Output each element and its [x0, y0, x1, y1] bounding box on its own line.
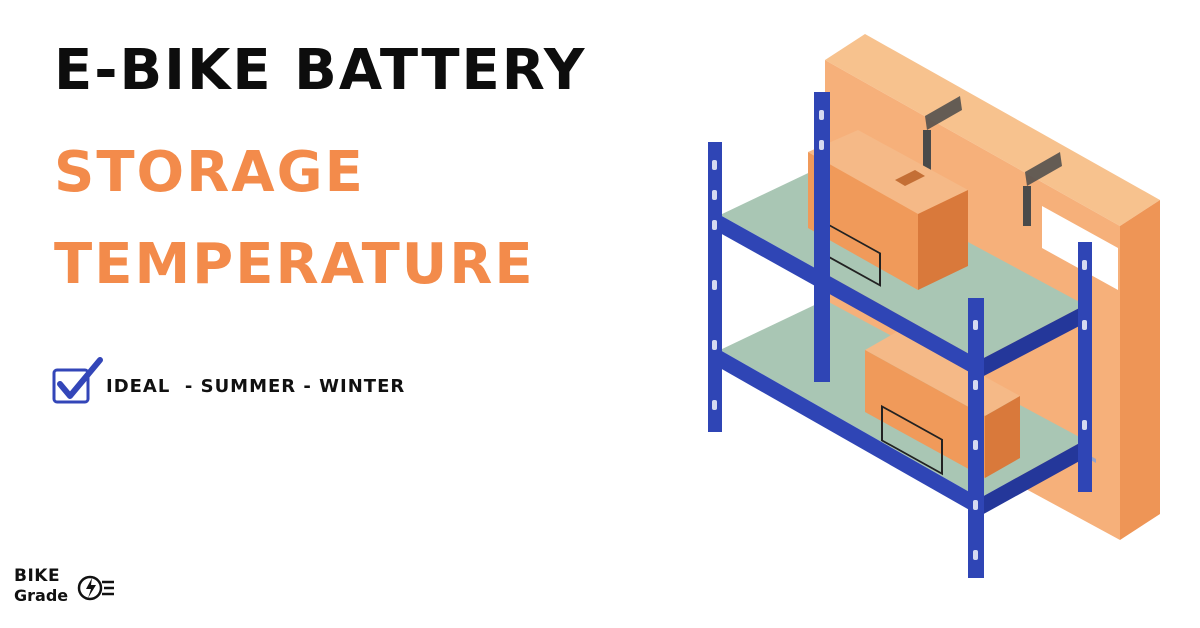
headline-line-2: STORAGE — [54, 140, 365, 205]
checkbox-checked-icon — [52, 357, 103, 404]
bike-wheel-lightning-icon — [77, 575, 114, 601]
upper-carton — [808, 130, 968, 290]
topics-row: IDEAL - SUMMER - WINTER — [52, 356, 405, 408]
shelf-illustration — [708, 34, 1160, 578]
headline-line-3: TEMPERATURE — [54, 232, 535, 297]
logo-word-grade: Grade — [14, 586, 69, 605]
logo-word-bike: BIKE — [14, 566, 61, 586]
topics-text: IDEAL - SUMMER - WINTER — [106, 375, 406, 397]
shelf-uprights — [708, 92, 1092, 578]
bikegrade-logo: BIKE Grade — [14, 566, 124, 610]
headline-line-1: E-BIKE BATTERY — [54, 38, 587, 103]
